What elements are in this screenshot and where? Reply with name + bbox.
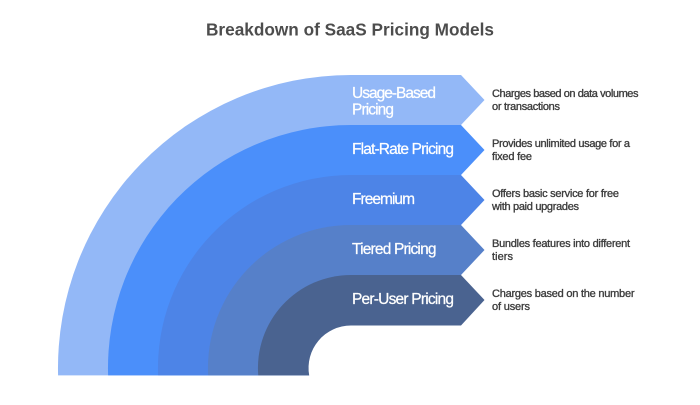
- svg-text:of users: of users: [492, 301, 531, 313]
- svg-text:Bundles features into differen: Bundles features into different: [492, 238, 630, 250]
- svg-text:Tiered Pricing: Tiered Pricing: [352, 241, 437, 258]
- svg-text:Pricing: Pricing: [352, 102, 394, 119]
- svg-text:Flat-Rate Pricing: Flat-Rate Pricing: [352, 141, 454, 158]
- svg-text:or transactions: or transactions: [492, 101, 561, 113]
- svg-text:Freemium: Freemium: [352, 191, 415, 208]
- svg-text:Charges based on data volumes: Charges based on data volumes: [492, 88, 639, 100]
- svg-text:Provides unlimited usage for a: Provides unlimited usage for a: [492, 138, 631, 150]
- svg-text:Usage-Based: Usage-Based: [352, 85, 436, 102]
- svg-text:Offers basic service for free: Offers basic service for free: [492, 188, 619, 200]
- svg-text:Per-User Pricing: Per-User Pricing: [352, 291, 454, 308]
- svg-text:fixed fee: fixed fee: [492, 151, 532, 163]
- svg-text:Charges based on the number: Charges based on the number: [492, 288, 635, 300]
- svg-text:tiers: tiers: [492, 251, 514, 263]
- svg-text:Breakdown of SaaS Pricing Mode: Breakdown of SaaS Pricing Models: [206, 20, 494, 40]
- svg-text:with paid upgrades: with paid upgrades: [491, 201, 580, 213]
